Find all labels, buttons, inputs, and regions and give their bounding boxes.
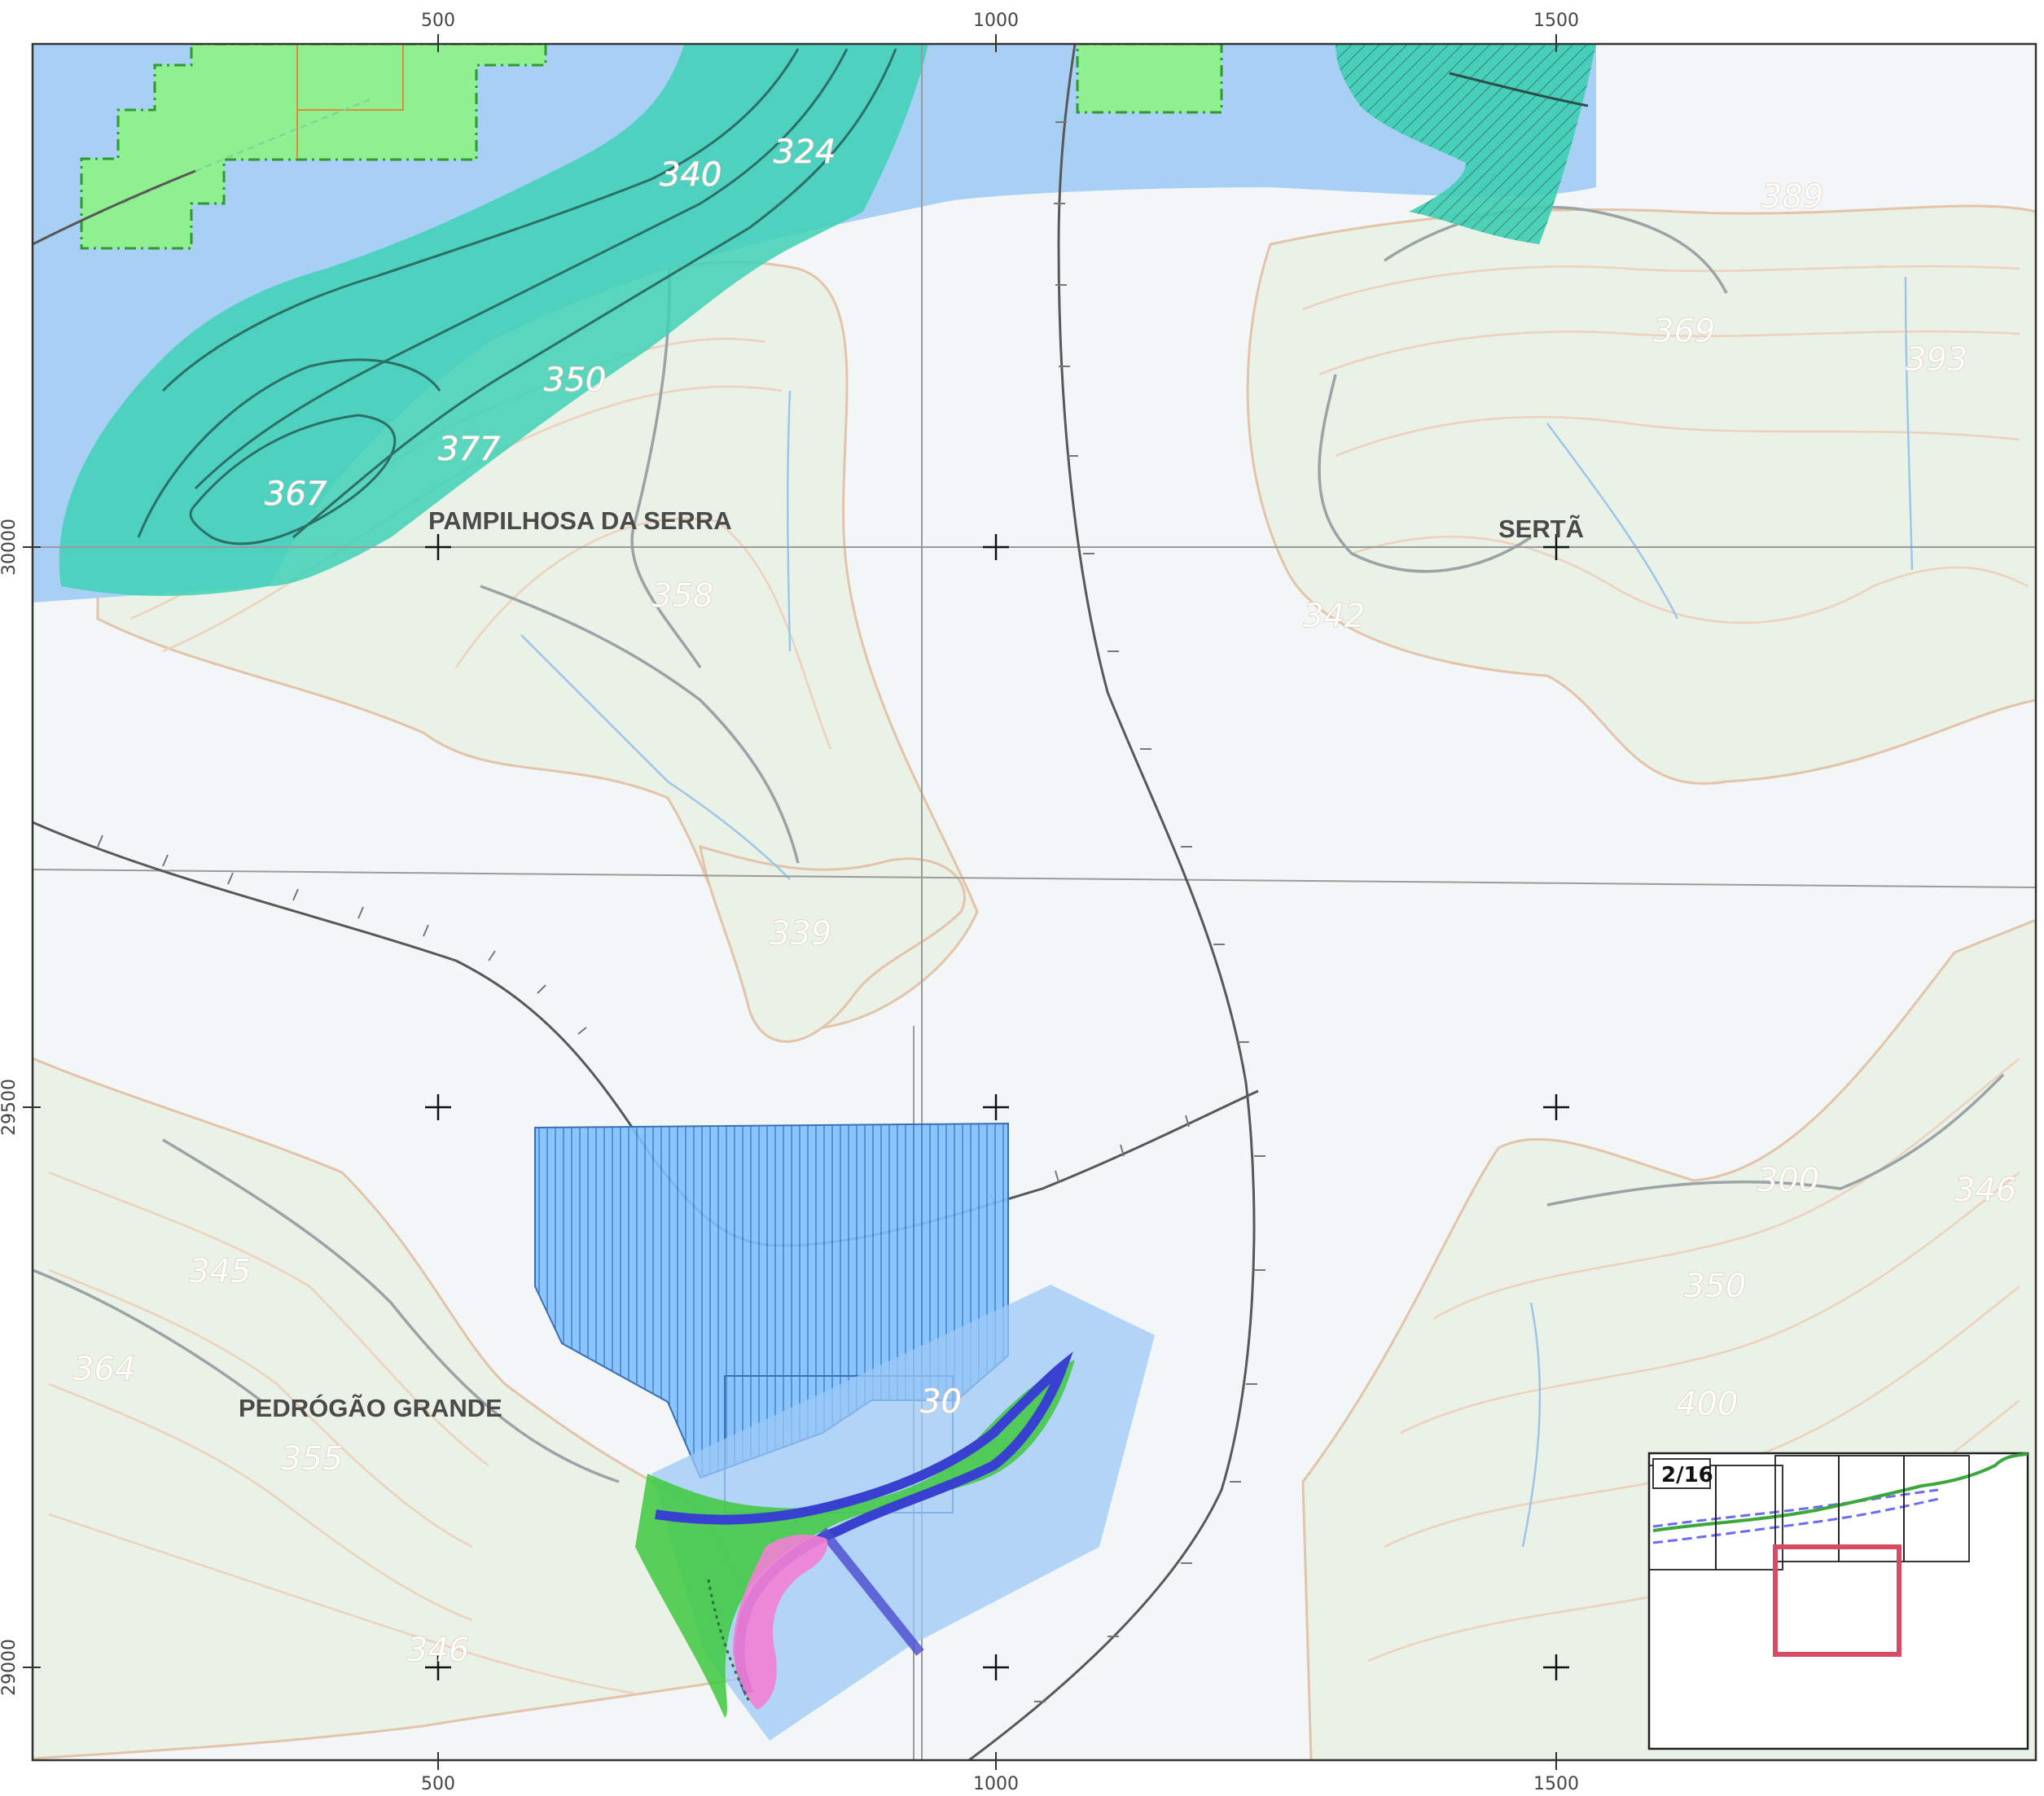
buffer-track [707, 1579, 751, 1702]
elevation-label: 340 [660, 156, 722, 194]
elevation-label: 30 [920, 1383, 962, 1421]
inset-route-blue-2 [1652, 1496, 1943, 1544]
pink-zone [733, 1534, 828, 1710]
place-label-pedrogao: PEDRÓGÃO GRANDE [239, 1393, 502, 1422]
elevation-label: 342 [1303, 598, 1365, 635]
elevation-label: 324 [774, 134, 836, 171]
place-label-serta: SERTÃ [1498, 515, 1584, 543]
y-tick-label: 30000 [0, 519, 20, 576]
x-tick-label: 500 [421, 11, 455, 31]
elevation-label: 300 [1757, 1162, 1819, 1199]
axis-labels-top: 500 1000 1500 [421, 11, 1579, 31]
teal-zone-northwest [59, 44, 928, 596]
elevation-label: 345 [189, 1253, 251, 1290]
ridge-lines [33, 205, 2005, 1483]
inset-sheet-number: 2/16 [1661, 1463, 1713, 1487]
river-branch [818, 1527, 924, 1656]
x-tick-label: 500 [421, 1774, 455, 1793]
elevation-label: 393 [1906, 341, 1967, 379]
green-parcel-northwest [80, 44, 547, 250]
elevation-label: 369 [1653, 313, 1715, 350]
elevation-label: 339 [770, 915, 831, 953]
hill-serta [1246, 204, 2036, 785]
hatched-zone-stream [1449, 72, 1589, 107]
elevation-label: 346 [1954, 1172, 2016, 1209]
x-tick-label: 1500 [1533, 1774, 1579, 1793]
inset-sheet-badge [1652, 1458, 1711, 1489]
x-tick-label: 1000 [973, 1774, 1019, 1793]
elevation-label: 400 [1676, 1386, 1738, 1423]
elevation-label: 377 [438, 431, 501, 468]
inset-current-extent [1773, 1544, 1901, 1657]
axis-labels-bottom: 500 1000 1500 [421, 1774, 1579, 1794]
elevation-label: 355 [281, 1440, 343, 1478]
parcel-boundary-orange [296, 44, 404, 159]
inset-route-green [1652, 1452, 2029, 1532]
inset-route-blue [1652, 1488, 1939, 1528]
elevation-label: 358 [651, 577, 713, 615]
inset-locator-map[interactable]: 2/16 [1647, 1452, 2029, 1750]
water-body-north [33, 44, 1596, 602]
place-label-pampilhosa: PAMPILHOSA DA SERRA [428, 506, 732, 535]
map-content: 340 324 389 369 393 350 377 367 358 342 … [33, 44, 2036, 1760]
y-tick-label: 29000 [0, 1639, 20, 1696]
elevation-label: 364 [73, 1351, 135, 1388]
axis-labels-left: 30000 29500 29000 [0, 519, 20, 1696]
x-tick-label: 1000 [973, 11, 1019, 31]
teal-zone-contours [137, 48, 897, 545]
green-parcel-north [1076, 44, 1223, 114]
elevation-label: 389 [1761, 178, 1823, 216]
road-ticks [97, 121, 1265, 1702]
streams [520, 276, 1914, 1548]
y-tick-label: 29500 [0, 1079, 20, 1136]
grid-crosses [425, 534, 1569, 1680]
hill-spur-339 [699, 844, 966, 1043]
elevation-label: 367 [265, 475, 327, 513]
x-tick-label: 1500 [1533, 11, 1579, 31]
elevation-label: 350 [1684, 1268, 1746, 1305]
elevation-label: 350 [544, 361, 606, 399]
elevation-label: 346 [407, 1632, 469, 1669]
elevation-labels: 340 324 389 369 393 350 377 367 358 342 … [72, 133, 2017, 1669]
map-frame [31, 42, 2037, 1762]
axis-ticks [23, 34, 1557, 1770]
